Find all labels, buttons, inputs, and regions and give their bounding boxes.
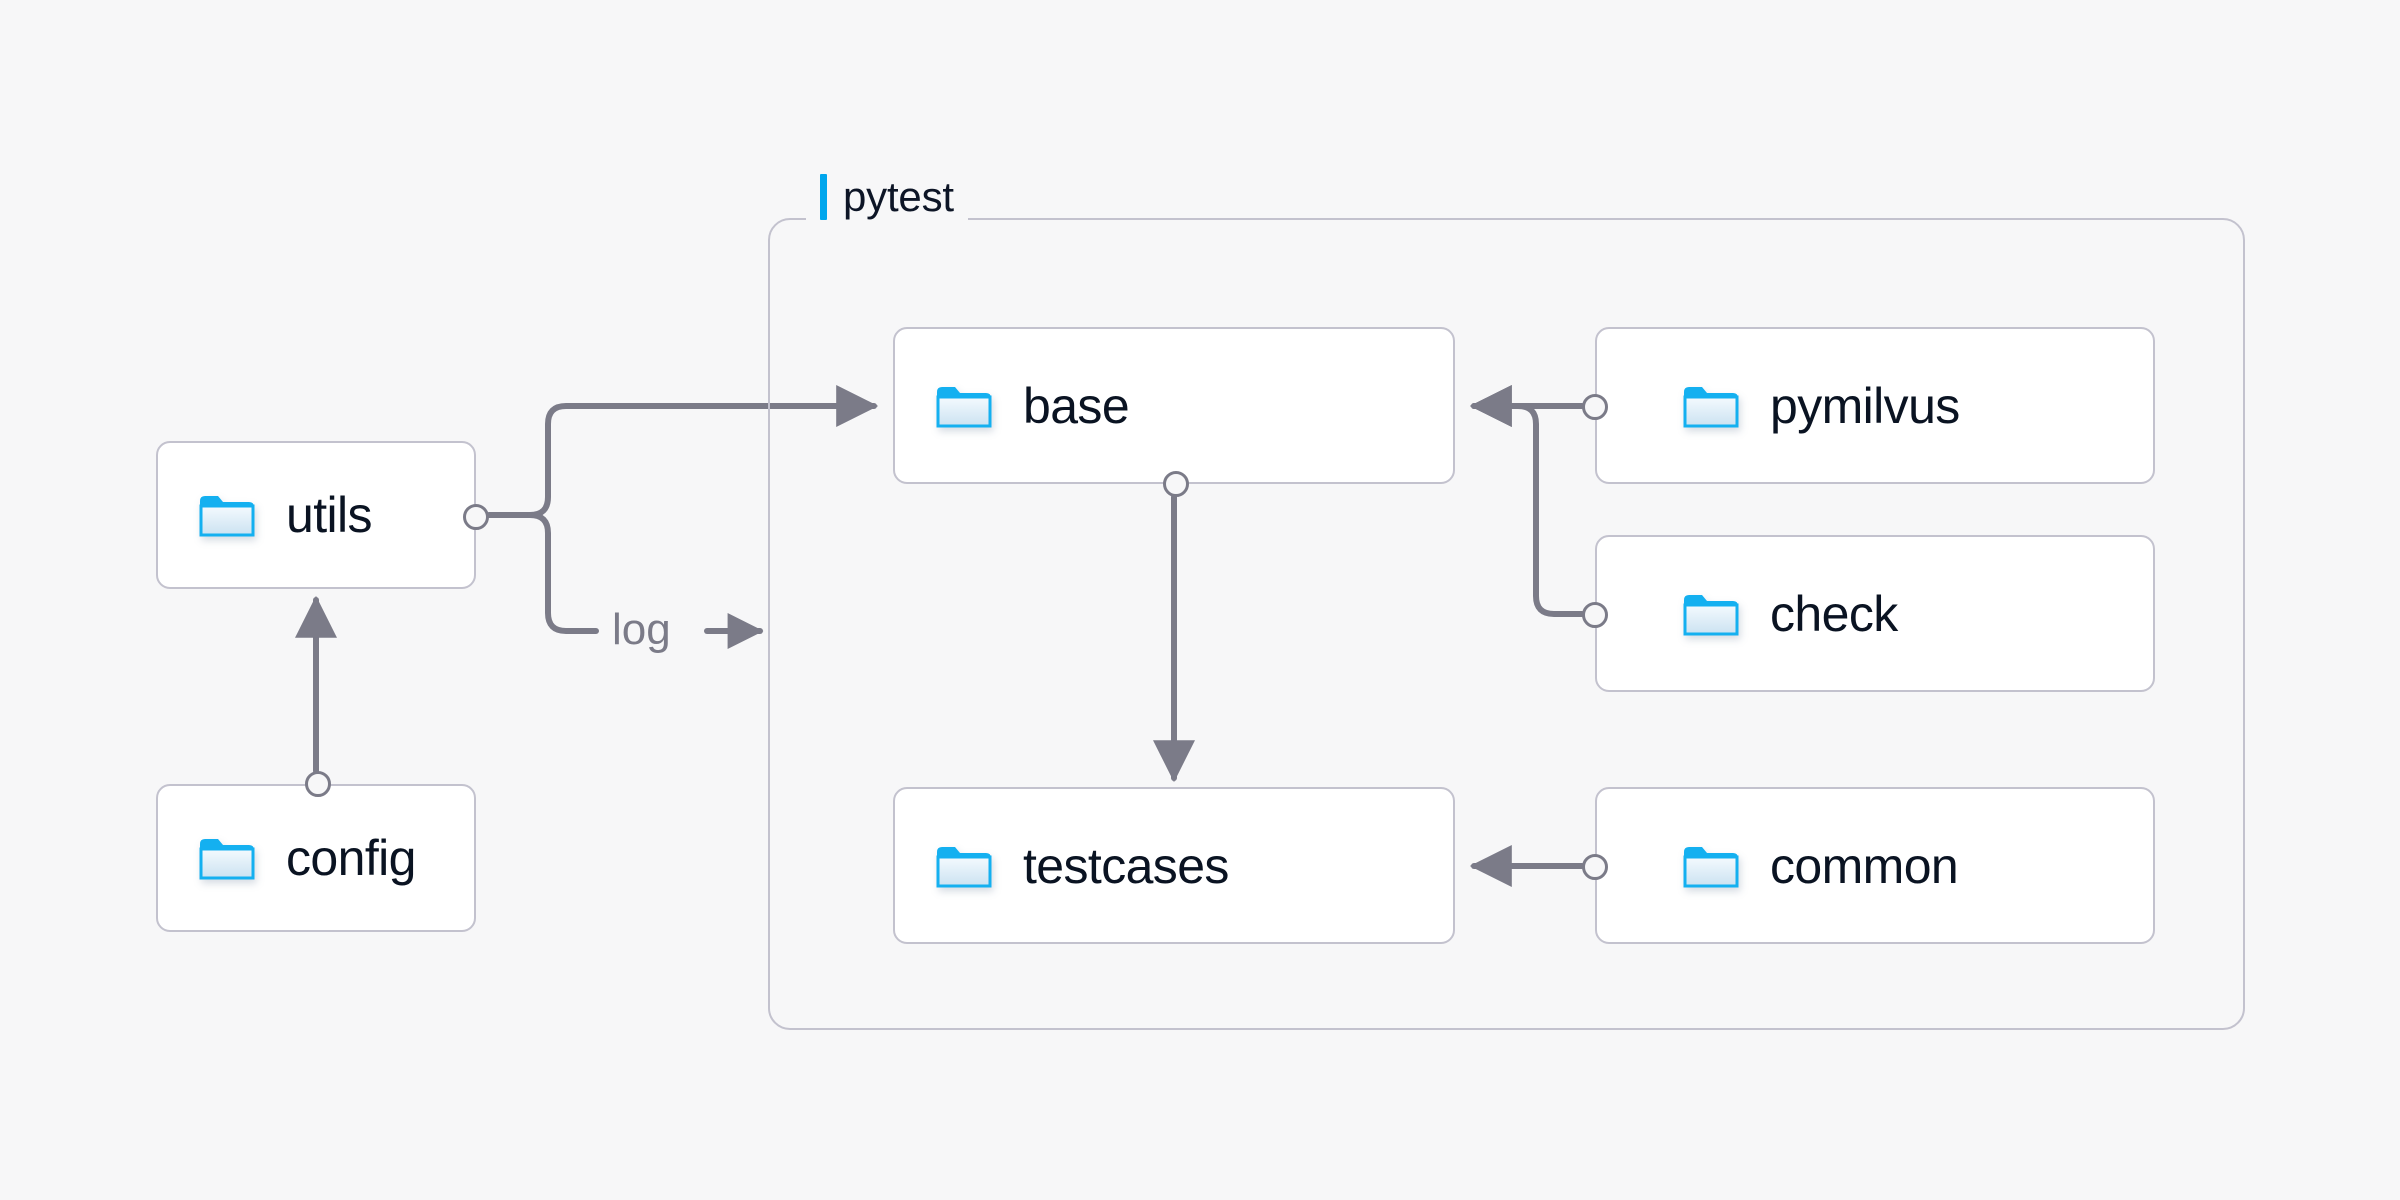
edge-utils-log [527,512,599,634]
node-config-port-top[interactable] [305,771,331,797]
node-base-port-bottom[interactable] [1163,471,1189,497]
node-pymilvus-label: pymilvus [1770,377,1960,434]
folder-icon [198,834,256,882]
node-pymilvus-port-left[interactable] [1582,394,1608,420]
node-common[interactable]: common [1582,787,2155,944]
node-utils-label: utils [286,487,373,543]
node-base-label: base [1023,377,1130,434]
node-base[interactable]: base [893,327,1455,497]
node-common-port-left[interactable] [1582,854,1608,880]
node-utils-port-right[interactable] [463,504,489,530]
node-check-label: check [1770,585,1898,642]
node-testcases-label: testcases [1023,837,1229,894]
node-config-label: config [286,830,416,886]
folder-icon [1682,842,1740,890]
node-testcases[interactable]: testcases [893,787,1455,944]
accent-bar-icon [820,174,827,220]
folder-icon [935,382,993,430]
node-check-port-left[interactable] [1582,602,1608,628]
folder-icon [935,842,993,890]
group-pytest-label-text: pytest [843,173,954,220]
node-utils[interactable]: utils [156,441,489,589]
node-config[interactable]: config [156,771,476,932]
node-pymilvus[interactable]: pymilvus [1582,327,2155,484]
folder-icon [1682,590,1740,638]
group-pytest-label: pytest [806,172,968,222]
node-common-label: common [1770,837,1959,894]
folder-icon [1682,382,1740,430]
node-check[interactable]: check [1582,535,2155,692]
group-pytest[interactable] [768,218,2245,1030]
folder-icon [198,491,256,539]
edge-label-log: log [604,608,679,652]
